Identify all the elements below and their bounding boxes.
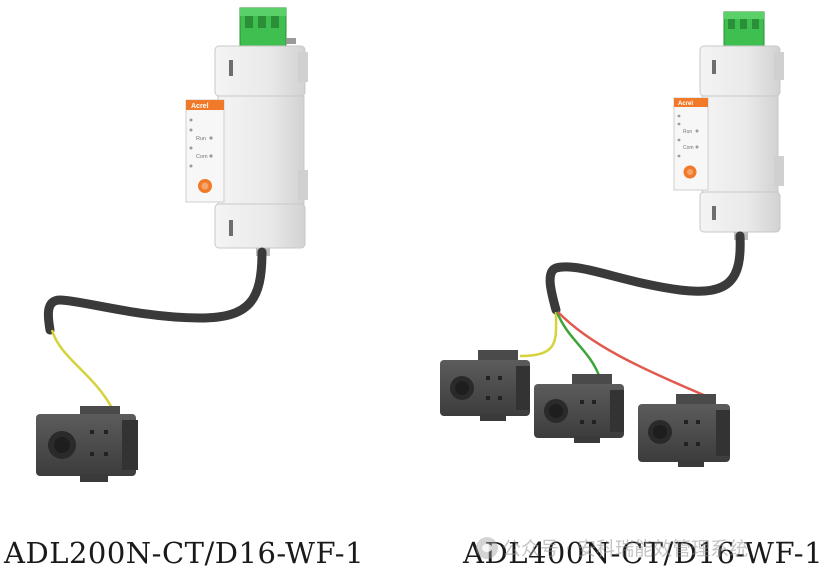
wire-yellow-left (50, 329, 114, 409)
brand-label-right: Acrel (678, 101, 693, 107)
com-led (209, 154, 213, 158)
meter-left: Acrel Run Com (185, 7, 308, 256)
ct-sensor-right-2 (534, 374, 624, 443)
run-label: Run (196, 136, 206, 142)
meter-right: Acrel Run Com (673, 11, 784, 240)
com-label: Com (196, 154, 208, 160)
terminal-block-left (239, 7, 296, 47)
ct-sensor-right-3 (638, 394, 730, 467)
wire-yellow-right (519, 311, 558, 358)
ct-sensor-right-1 (440, 350, 530, 421)
front-panel-left: Acrel Run Com (185, 99, 225, 203)
caption-right-model: ADL400N-CT/D16-WF-1 (463, 536, 824, 570)
wire-red (557, 311, 707, 398)
watermark-text: 公众号 · 安科瑞能效管理系统 (502, 538, 749, 560)
run-label-right: Run (683, 129, 692, 135)
caption-left-model: ADL200N-CT/D16-WF-1 (4, 536, 365, 570)
run-led (209, 136, 213, 140)
cable-right (545, 231, 745, 315)
ct-sensor-left (36, 406, 138, 482)
wechat-icon (476, 537, 498, 559)
front-panel-right: Acrel Run Com (673, 97, 709, 191)
terminal-block-right (723, 11, 765, 47)
watermark: 公众号 · 安科瑞能效管理系统 (476, 536, 748, 562)
com-label-right: Com (683, 145, 694, 151)
cable-left (43, 247, 267, 335)
brand-label: Acrel (191, 103, 209, 110)
wire-green (555, 311, 602, 379)
